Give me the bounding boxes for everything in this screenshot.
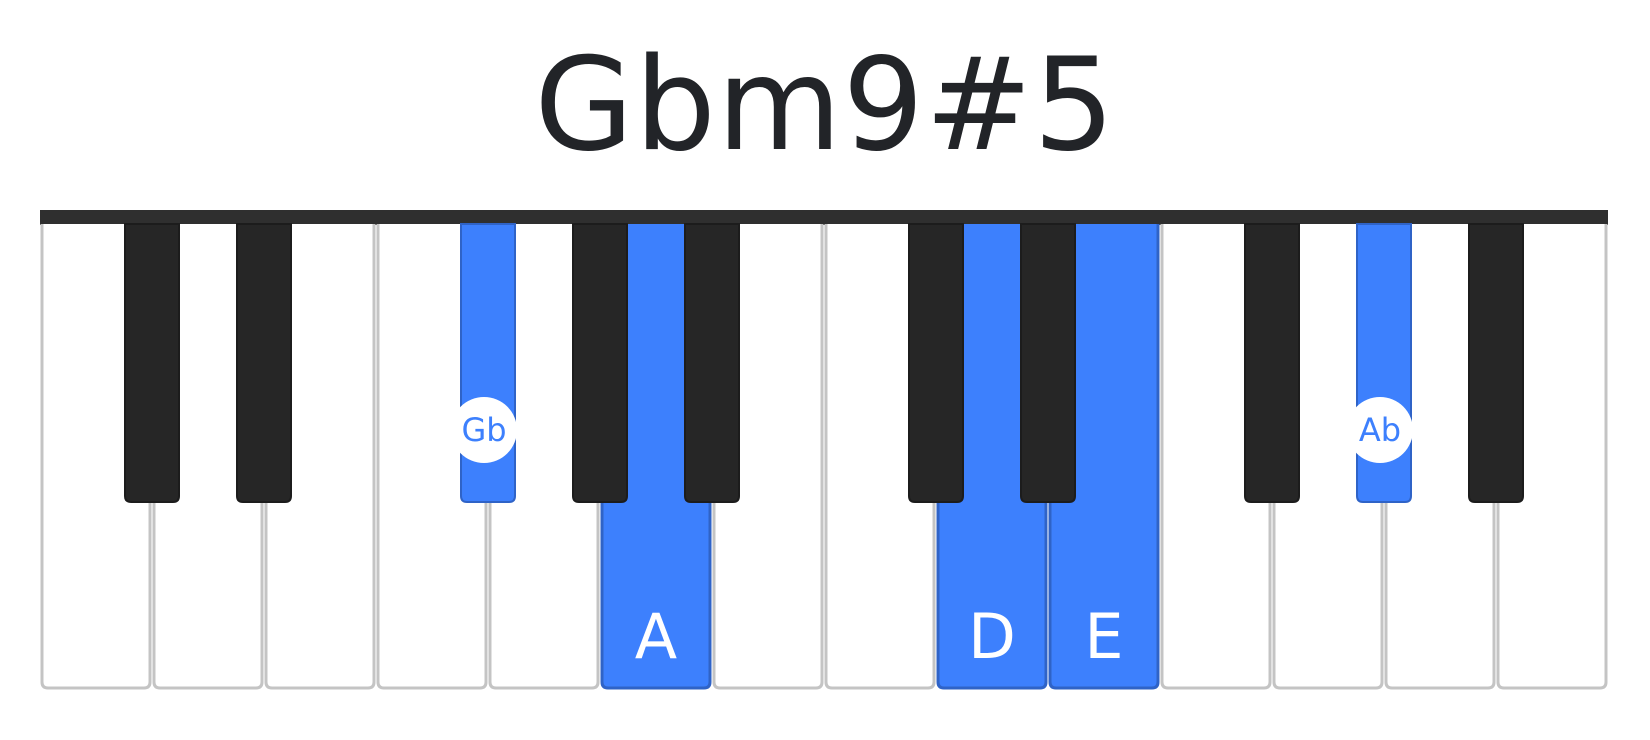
white-key-body	[152, 224, 264, 690]
white-key[interactable]	[1384, 224, 1496, 690]
white-key[interactable]	[1272, 224, 1384, 690]
black-key-label-badge	[1347, 397, 1413, 463]
black-key-body	[1468, 223, 1524, 503]
white-key-body	[1384, 224, 1496, 690]
white-key-body	[1160, 224, 1272, 690]
white-key[interactable]	[152, 224, 264, 690]
white-key[interactable]	[40, 224, 152, 690]
black-key[interactable]: Gb	[451, 223, 517, 503]
white-key-label: A	[635, 600, 677, 673]
white-key-body	[600, 224, 712, 690]
black-key-body	[124, 223, 180, 503]
black-key-body	[908, 223, 964, 503]
black-key-label: Gb	[461, 411, 506, 449]
white-key[interactable]	[376, 224, 488, 690]
black-key[interactable]	[236, 223, 292, 503]
white-key-body	[40, 224, 152, 690]
black-key[interactable]	[124, 223, 180, 503]
white-key[interactable]	[824, 224, 936, 690]
white-key[interactable]: A	[600, 224, 712, 690]
black-key[interactable]	[1244, 223, 1300, 503]
black-key-label-badge	[451, 397, 517, 463]
white-key-body	[1496, 224, 1608, 690]
white-key[interactable]	[264, 224, 376, 690]
black-key-body	[1244, 223, 1300, 503]
white-key-body	[712, 224, 824, 690]
white-key[interactable]	[712, 224, 824, 690]
black-key-body	[684, 223, 740, 503]
white-key[interactable]	[1496, 224, 1608, 690]
black-keys: Gb Ab	[124, 223, 1524, 503]
black-key-body	[572, 223, 628, 503]
white-key[interactable]: D	[936, 224, 1048, 690]
black-key[interactable]	[1020, 223, 1076, 503]
black-key[interactable]	[1468, 223, 1524, 503]
white-key-body	[936, 224, 1048, 690]
white-key-body	[376, 224, 488, 690]
white-key-label: D	[968, 600, 1016, 673]
white-key[interactable]	[1160, 224, 1272, 690]
black-key-label: Ab	[1359, 411, 1401, 449]
black-key[interactable]	[684, 223, 740, 503]
keyboard-top-bar	[40, 210, 1608, 225]
black-key[interactable]	[572, 223, 628, 503]
black-key-body	[1020, 223, 1076, 503]
black-key[interactable]: Ab	[1347, 223, 1413, 503]
white-key[interactable]: E	[1048, 224, 1160, 690]
white-key-body	[824, 224, 936, 690]
white-key[interactable]	[488, 224, 600, 690]
chord-title: Gbm9#5	[534, 31, 1116, 180]
black-key-body	[236, 223, 292, 503]
white-key-label: E	[1084, 600, 1123, 673]
white-key-body	[1048, 224, 1160, 690]
white-key-body	[264, 224, 376, 690]
white-key-body	[488, 224, 600, 690]
white-key-body	[1272, 224, 1384, 690]
black-key[interactable]	[908, 223, 964, 503]
